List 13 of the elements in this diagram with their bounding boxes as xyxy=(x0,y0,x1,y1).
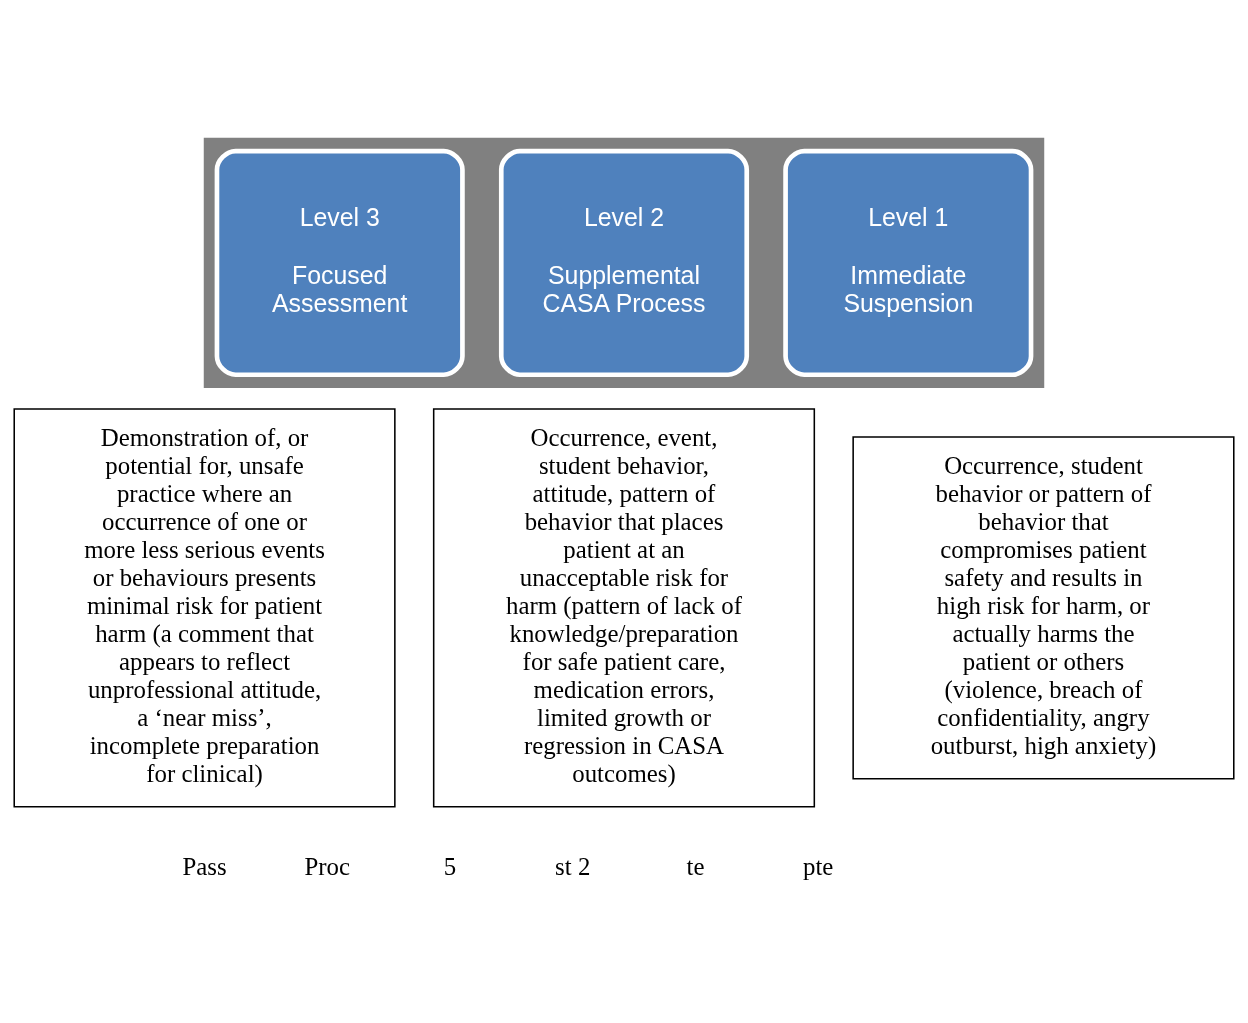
label: st 2 xyxy=(555,852,591,880)
node-box: Occurrence, event, student behavior, attitude, pattern of behavior that places patient at an unacceptable risk for harm (pattern of lack of knowledge/preparation for safe patient care, medication errors, limited growth or regression in CASA outcomes) xyxy=(432,408,816,808)
label: 5 xyxy=(443,852,457,880)
node-box: Level 2 Supplemental CASA Process xyxy=(498,148,750,378)
node-box: Level 3 Focused Assessment xyxy=(214,148,465,378)
cluster xyxy=(203,137,1045,388)
label: Proc xyxy=(304,852,351,880)
node-box: Occurrence, student behavior or pattern of behavior that compromises patient safety and results in high risk for harm, or actually harms the patient or others (violence, breach of confidentiality, angry outburst, high anxiety) xyxy=(852,436,1235,780)
node-box: Level 1 Immediate Suspension xyxy=(783,148,1034,378)
node-box: Demonstration of, or potential for, unsafe practice where an occurrence of one or more less serious events or behaviours presents minimal risk for patient harm (a comment that appears to reflect unprofessional attitude, a ‘near miss’, incomplete preparation for clinical) xyxy=(13,408,396,808)
label: te xyxy=(686,852,705,880)
label: pte xyxy=(803,852,834,880)
label: Pass xyxy=(182,852,227,880)
